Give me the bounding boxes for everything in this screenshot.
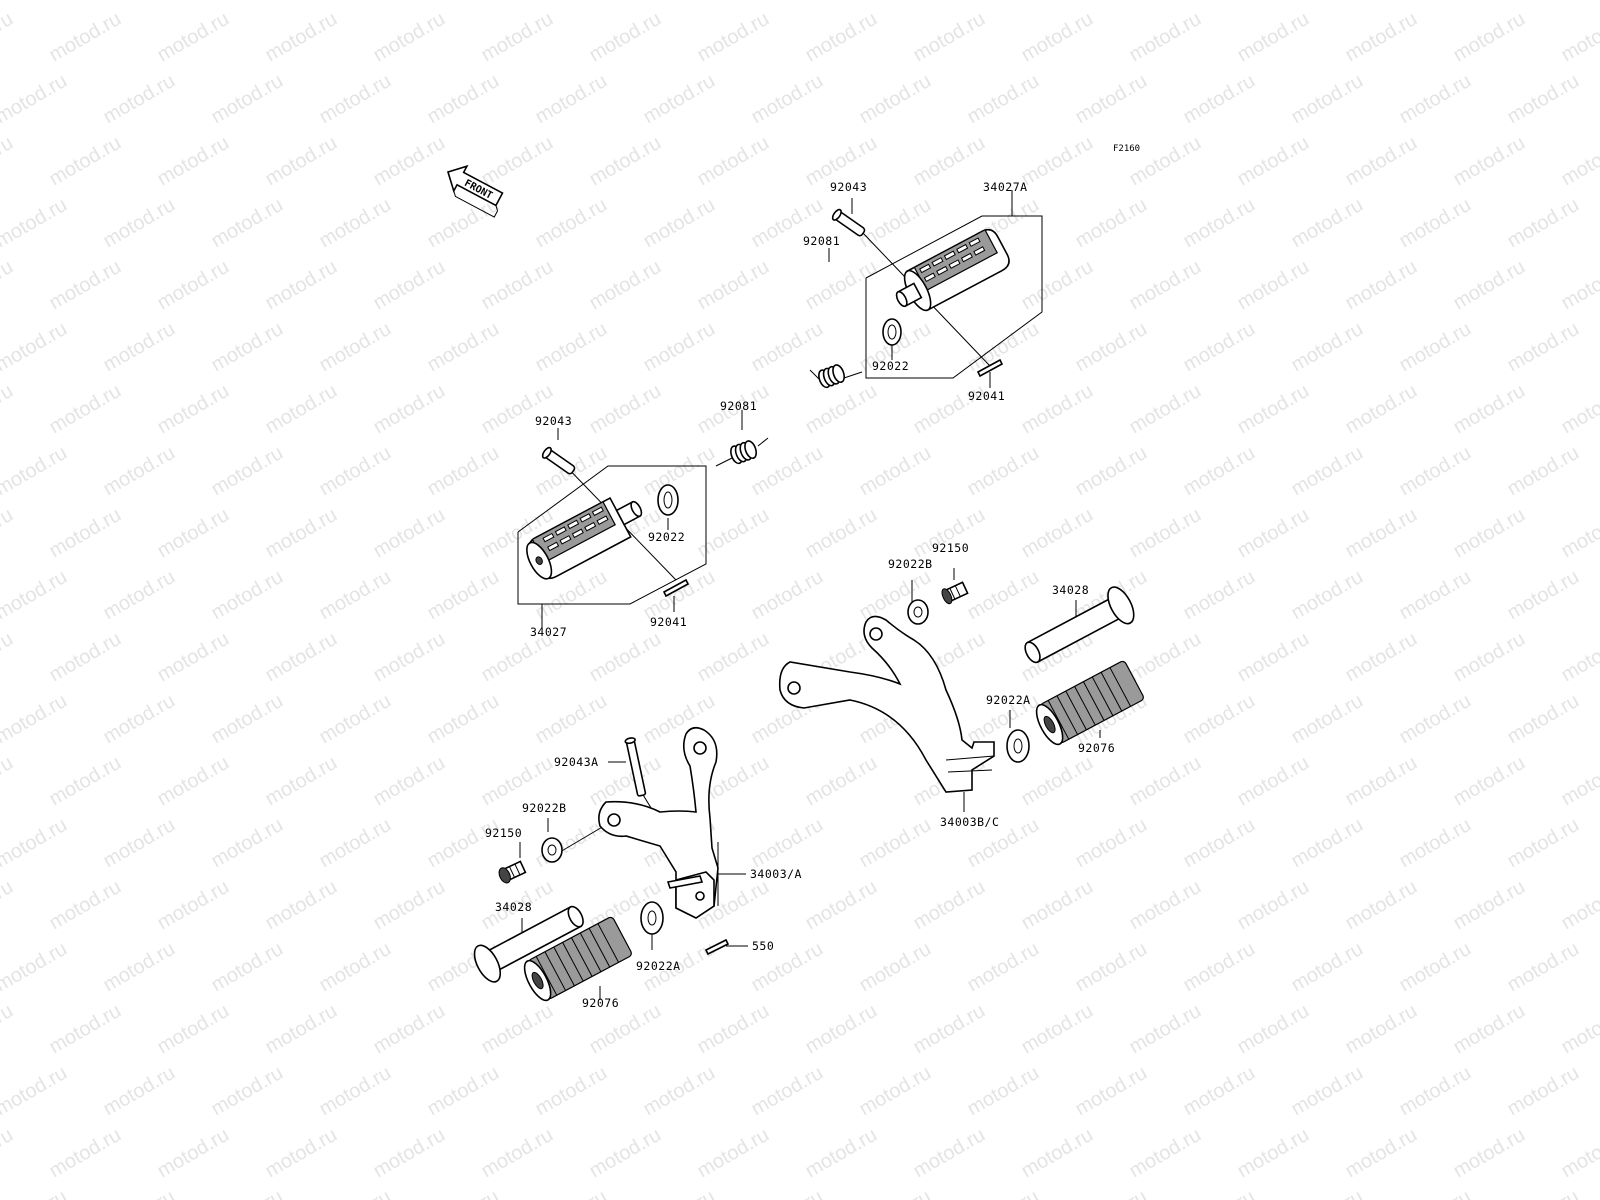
part-label: 34003B/C bbox=[940, 815, 999, 829]
part-label: 92150 bbox=[932, 541, 969, 555]
front-direction-arrow: FRONT bbox=[446, 164, 504, 218]
part-label: 92081 bbox=[720, 399, 757, 413]
part-label: 92022B bbox=[888, 557, 933, 571]
part-label: 92022B bbox=[522, 801, 567, 815]
part-label: 92022A bbox=[636, 959, 681, 973]
part-label: 92022 bbox=[648, 530, 685, 544]
footrest-assembly-34027 bbox=[517, 410, 769, 630]
part-label: 92043 bbox=[535, 414, 572, 428]
part-label: 34003/A bbox=[750, 867, 802, 881]
part-label: 34027 bbox=[530, 625, 567, 639]
part-label: 92150 bbox=[485, 826, 522, 840]
part-label: 92076 bbox=[1078, 741, 1115, 755]
part-label: 92081 bbox=[803, 234, 840, 248]
part-label: 92043A bbox=[554, 755, 599, 769]
bracket-assembly-34003A bbox=[473, 726, 748, 1002]
part-label: 92041 bbox=[650, 615, 687, 629]
reference-code: F2160 bbox=[1113, 144, 1140, 154]
part-label: 92041 bbox=[968, 389, 1005, 403]
part-label: 34027A bbox=[983, 180, 1028, 194]
part-label: 92043 bbox=[830, 180, 867, 194]
bracket-assembly-34003BC bbox=[778, 568, 1144, 812]
part-label: 550 bbox=[752, 939, 774, 953]
part-label: 34028 bbox=[1052, 583, 1089, 597]
part-label: 34028 bbox=[495, 900, 532, 914]
spring-92081-upper bbox=[809, 364, 863, 389]
part-label: 92076 bbox=[582, 996, 619, 1010]
footrest-assembly-34027A bbox=[809, 190, 1043, 389]
part-number-labels: 92043 34027A 92081 92022 92041 92043 920… bbox=[485, 180, 1115, 1010]
part-label: 92022 bbox=[872, 359, 909, 373]
part-label: 92022A bbox=[986, 693, 1031, 707]
